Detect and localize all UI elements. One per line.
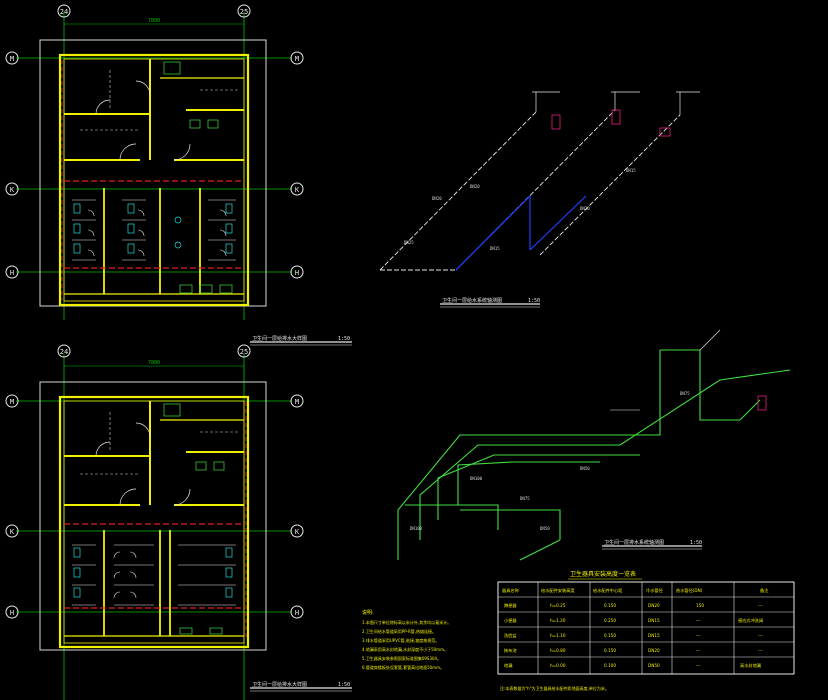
table-cell: 地漏 xyxy=(504,662,512,669)
table-cell: 蹲便器 xyxy=(504,602,517,609)
table-cell: 0.150 xyxy=(604,633,616,638)
table-cell: 小便器 xyxy=(504,617,517,624)
notes-line: 2.卫生间给水管道采用PP-R管,热熔连接。 xyxy=(362,628,436,634)
axis-label: H xyxy=(295,609,299,617)
plan-title-top: 卫生间一层给排水大样图 xyxy=(252,335,307,342)
axis-label: K xyxy=(10,186,15,194)
table-cell: DN20 xyxy=(648,603,660,608)
iso-scale-top: 1:50 xyxy=(528,298,540,304)
svg-text:DN20: DN20 xyxy=(432,196,442,201)
table-footer-note: 注:本表数据为"h"为卫生器具给水配件距地面高度,单位为米。 xyxy=(500,685,609,691)
svg-text:DN20: DN20 xyxy=(580,206,590,211)
axis-label: K xyxy=(295,186,300,194)
table-cell: h=0.25 xyxy=(550,603,566,608)
fixture-table: 卫生器具安装高度一览表 器具名称 给水配件安装高度 给水配件中心距 冷水管径 热… xyxy=(497,570,795,691)
table-cell: DN20 xyxy=(648,648,660,653)
table-cell: 感应式冲洗阀 xyxy=(738,617,763,624)
table-header: 冷水管径 xyxy=(646,587,663,594)
floor-plan-top: 24 25 7800 M K H M K H xyxy=(5,4,352,346)
table-cell: 0.150 xyxy=(604,603,616,608)
axis-label: K xyxy=(295,528,300,536)
table-header: 给水配件中心距 xyxy=(593,587,622,594)
axis-label: 24 xyxy=(60,8,68,16)
design-notes: 说明: 1.本图尺寸单位除标高以米计外,其余均以毫米计。 2.卫生间给水管道采用… xyxy=(362,609,451,670)
table-cell: 拖布池 xyxy=(504,647,517,654)
svg-text:DN100: DN100 xyxy=(410,526,423,531)
axis-label: H xyxy=(10,609,14,617)
svg-text:DN100: DN100 xyxy=(470,476,483,481)
notes-heading: 说明: xyxy=(362,609,374,616)
dimension-text: 7800 xyxy=(148,360,160,366)
notes-line: 4.地漏采用高水封地漏,水封深度不小于50mm。 xyxy=(362,646,448,652)
axis-bubble-top-left xyxy=(57,4,71,18)
table-header: 给水配件安装高度 xyxy=(541,587,575,594)
axis-label: 25 xyxy=(240,348,248,356)
notes-line: 1.本图尺寸单位除标高以米计外,其余均以毫米计。 xyxy=(362,619,451,625)
table-title: 卫生器具安装高度一览表 xyxy=(570,570,636,578)
table-cell: 0.150 xyxy=(604,648,616,653)
table-cell: h=0.80 xyxy=(550,648,566,653)
table-cell: 0.250 xyxy=(604,618,616,623)
table-cell: 高水封地漏 xyxy=(740,662,761,669)
floor-plan-bottom: 24 25 7800 M K H M K H xyxy=(5,344,352,700)
axis-bubble-top-right xyxy=(237,4,251,18)
notes-line: 3.排水管道采用UPVC管,粘接,坡度按规范。 xyxy=(362,637,439,643)
table-cell: --- xyxy=(758,633,763,638)
table-cell: --- xyxy=(696,618,701,623)
axis-label: M xyxy=(295,55,299,63)
table-cell: DN15 xyxy=(648,618,660,623)
table-cell: --- xyxy=(696,663,701,668)
axis-label: 24 xyxy=(60,348,68,356)
axis-label: K xyxy=(10,528,15,536)
axis-label: M xyxy=(10,398,14,406)
table-cell: 0.100 xyxy=(604,663,616,668)
dimension-text: 7800 xyxy=(148,18,160,24)
table-cell: h=1.20 xyxy=(550,618,566,623)
axis-label: 25 xyxy=(240,8,248,16)
svg-text:DN75: DN75 xyxy=(520,496,530,501)
table-cell: h=0.00 xyxy=(550,663,566,668)
axis-label: H xyxy=(10,269,14,277)
plan-title-bottom: 卫生间一层给排水大样图 xyxy=(252,681,307,688)
plan-scale-top: 1:50 xyxy=(338,336,350,342)
table-cell: 洗脸盆 xyxy=(504,632,517,639)
axis-label: H xyxy=(295,269,299,277)
table-cell: DN15 xyxy=(648,633,660,638)
table-header: 备注 xyxy=(760,587,769,594)
axis-label: M xyxy=(10,55,14,63)
svg-text:DN50: DN50 xyxy=(580,466,590,471)
svg-text:DN15: DN15 xyxy=(490,246,500,251)
svg-text:DN15: DN15 xyxy=(626,168,636,173)
iso-title-top: 卫生间一层给水系统轴测图 xyxy=(442,297,502,304)
table-cell: --- xyxy=(696,633,701,638)
table-cell: h=1.10 xyxy=(550,633,566,638)
svg-text:DN25: DN25 xyxy=(404,240,414,245)
iso-scale-bottom: 1:50 xyxy=(690,540,702,546)
table-header: 器具名称 xyxy=(502,587,519,594)
svg-text:DN20: DN20 xyxy=(470,184,480,189)
axis-label: M xyxy=(295,398,299,406)
iso-title-bottom: 卫生间一层排水系统轴测图 xyxy=(604,539,664,546)
svg-text:DN75: DN75 xyxy=(680,391,690,396)
table-cell: DN50 xyxy=(648,663,660,668)
table-cell: --- xyxy=(758,603,763,608)
plan-scale-bottom: 1:50 xyxy=(338,682,350,688)
table-cell: --- xyxy=(696,648,701,653)
notes-line: 6.管道穿楼板处设套管,套管高出地面50mm。 xyxy=(362,664,444,670)
notes-line: 5.卫生器具安装参照国家标准图集09S304。 xyxy=(362,655,441,661)
table-header: 热水管径(DN) xyxy=(676,587,703,594)
table-cell: 150 xyxy=(696,603,704,608)
table-cell: --- xyxy=(758,648,763,653)
svg-text:DN50: DN50 xyxy=(540,526,550,531)
